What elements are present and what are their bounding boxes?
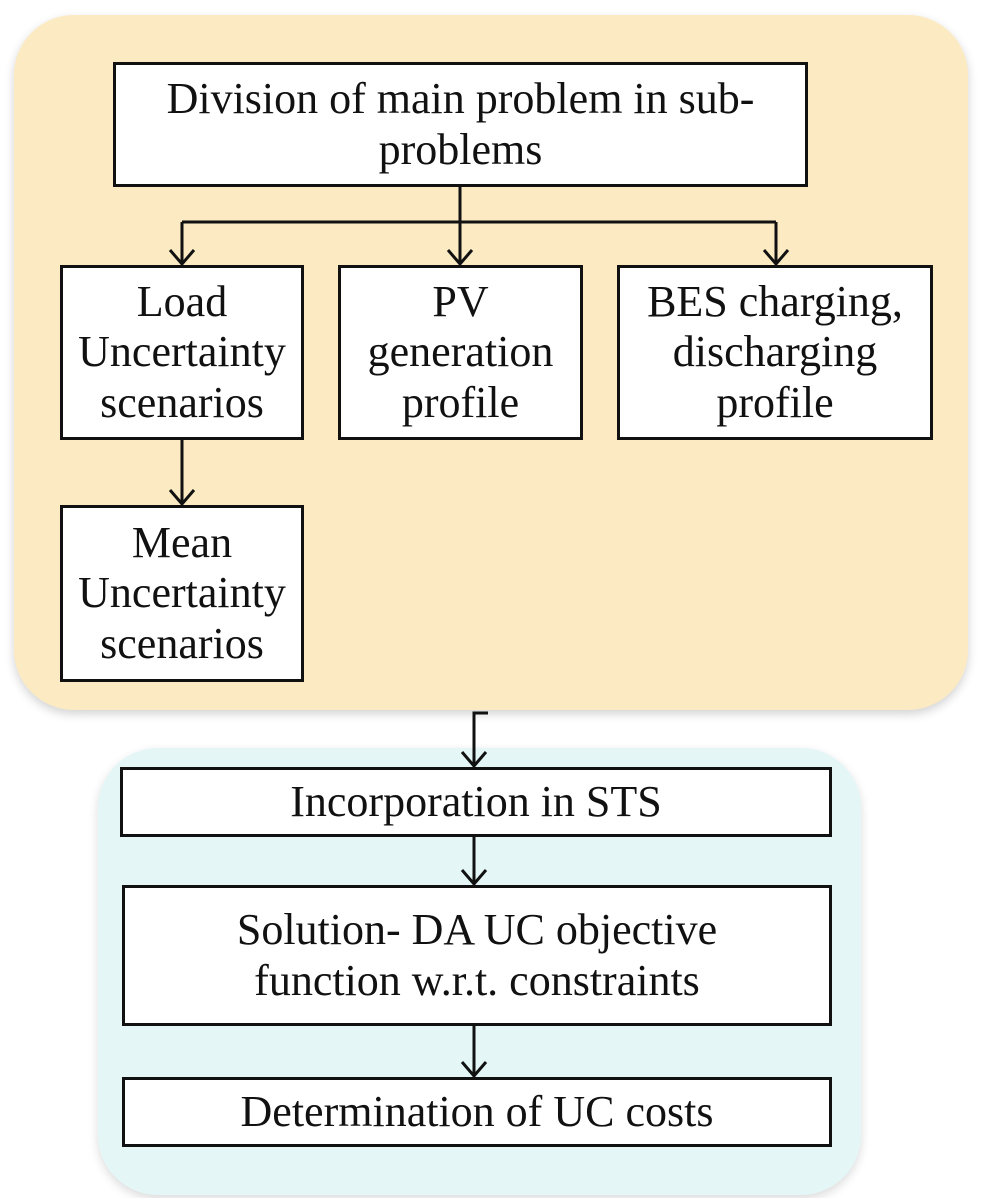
bes-profile-label: BES charging, discharging profile [647,276,903,427]
division-label: Division of main problem in sub-problems [166,73,755,174]
mean-uncertainty-label: Mean Uncertainty scenarios [78,517,286,668]
division-node: Division of main problem in sub-problems [113,62,808,187]
pv-generation-label: PV generation profile [367,276,554,427]
load-uncertainty-label: Load Uncertainty scenarios [78,276,286,427]
mean-uncertainty-node: Mean Uncertainty scenarios [60,505,304,682]
determination-node: Determination of UC costs [122,1077,832,1147]
determination-label: Determination of UC costs [240,1086,714,1136]
solution-label: Solution- DA UC objective function w.r.t… [236,904,718,1005]
bes-profile-node: BES charging, discharging profile [617,265,933,440]
incorporation-node: Incorporation in STS [120,767,832,837]
load-uncertainty-node: Load Uncertainty scenarios [60,265,304,440]
incorporation-label: Incorporation in STS [290,776,662,826]
solution-node: Solution- DA UC objective function w.r.t… [122,885,832,1026]
pv-generation-node: PV generation profile [338,265,583,440]
